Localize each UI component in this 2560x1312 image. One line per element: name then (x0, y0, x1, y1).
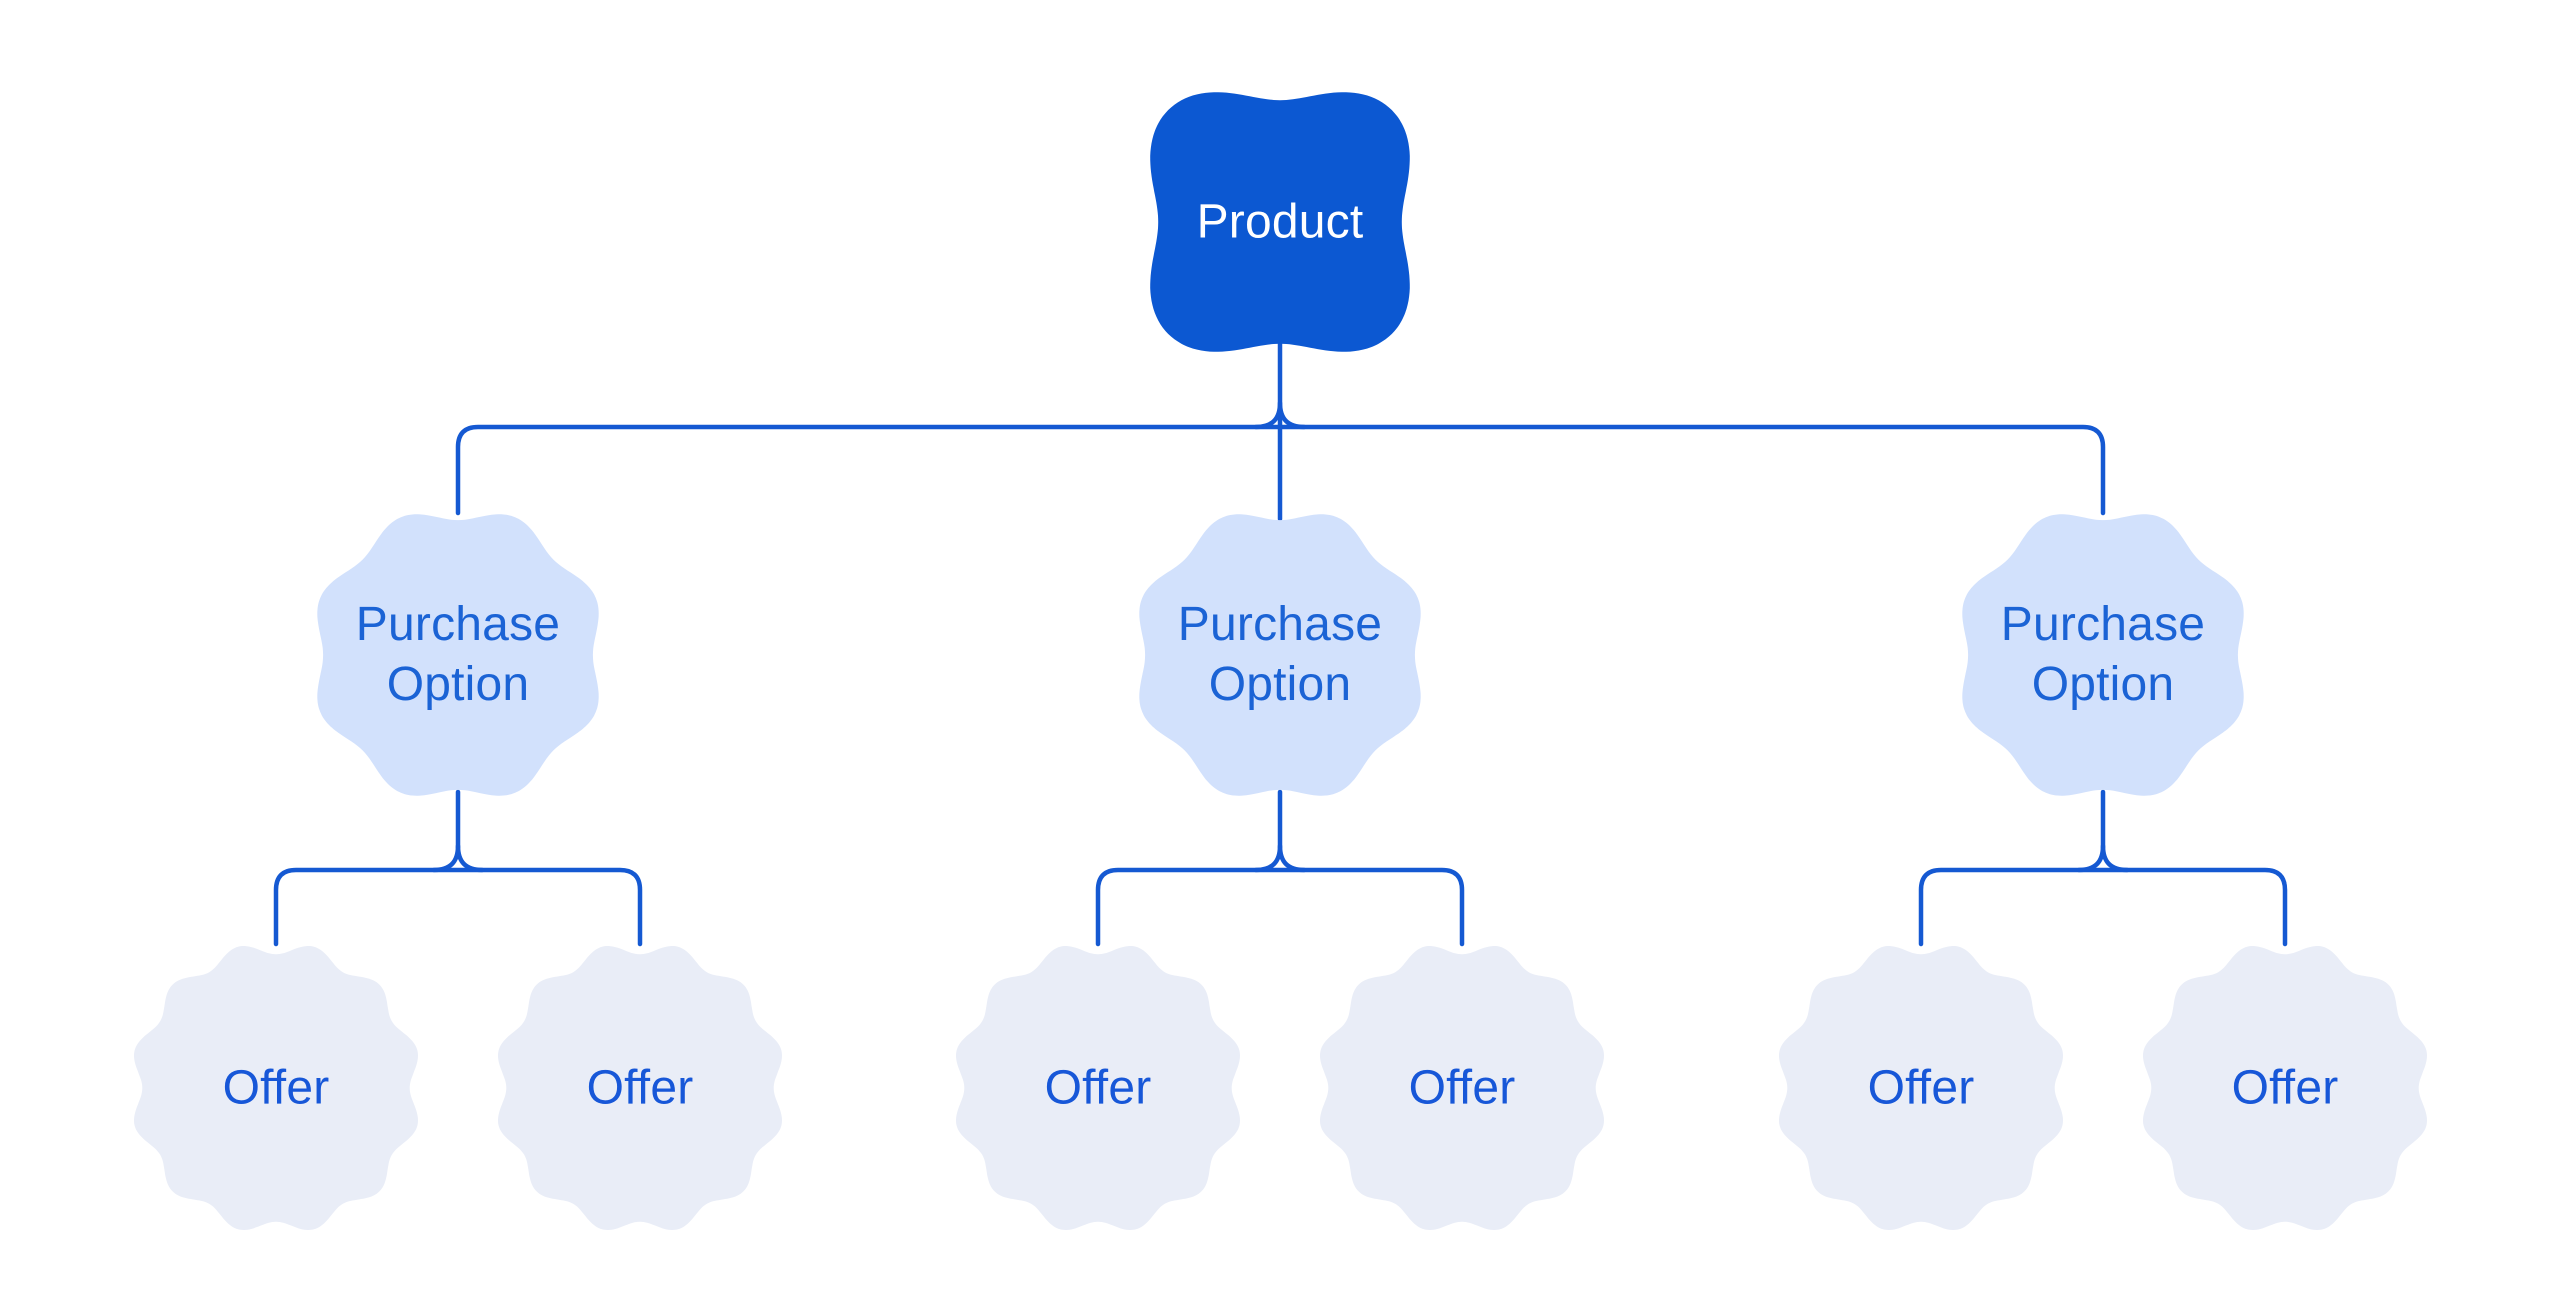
offer-node-label: Offer (586, 1061, 694, 1115)
connector-group1-bar (273, 867, 643, 947)
purchase-option-node-shape (1962, 514, 2244, 796)
connectors (273, 341, 2288, 947)
purchase-option-node-shape (317, 514, 599, 796)
purchase-option-node-shape (1139, 514, 1421, 796)
connector-group3-bar (1918, 867, 2288, 947)
connector-group2-flare (1253, 843, 1307, 873)
offer-node-label: Offer (1044, 1061, 1152, 1115)
offer-node-shape (956, 946, 1240, 1230)
product-node-shape (1150, 92, 1410, 352)
connector-root-flare (1253, 400, 1307, 430)
offer-node-shape (1779, 946, 2063, 1230)
offer-node-label: Offer (222, 1061, 330, 1115)
connector-group3-flare (2076, 843, 2130, 873)
connector-group1-flare (431, 843, 485, 873)
purchase-option-node-label: Purchase Option (355, 598, 561, 711)
offer-node-label: Offer (1408, 1061, 1516, 1115)
offer-node-shape (498, 946, 782, 1230)
connector-group2-bar (1095, 867, 1465, 947)
offer-node-shape (134, 946, 418, 1230)
purchase-option-node-label: Purchase Option (2000, 598, 2206, 711)
offer-node-shape (2143, 946, 2427, 1230)
purchase-option-node-label: Purchase Option (1177, 598, 1383, 711)
offer-node-label: Offer (1867, 1061, 1975, 1115)
offer-node-shape (1320, 946, 1604, 1230)
product-node-label: Product (1196, 195, 1364, 249)
offer-node-label: Offer (2231, 1061, 2339, 1115)
